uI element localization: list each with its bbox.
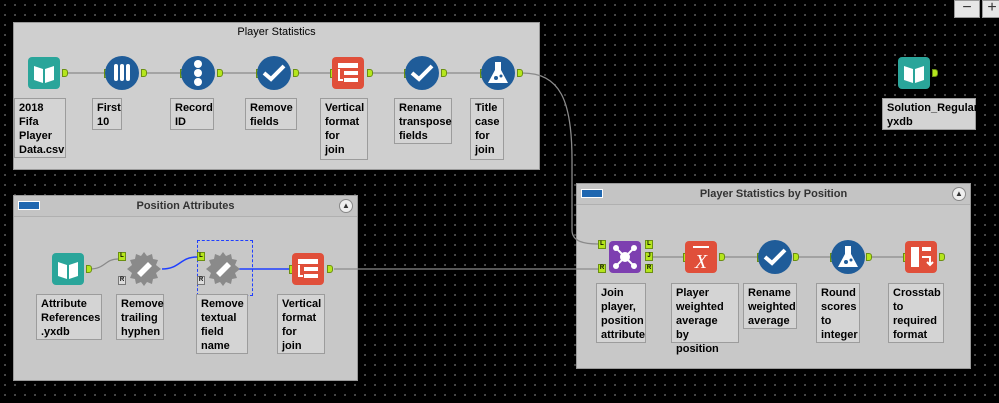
output-anchor[interactable]: [141, 69, 147, 77]
output-data-tool[interactable]: [896, 55, 932, 91]
formula-tool[interactable]: [480, 55, 516, 91]
container-player-statistics[interactable]: Player Statistics: [13, 22, 540, 170]
output-anchor[interactable]: [217, 69, 223, 77]
join-left-anchor[interactable]: L: [598, 240, 606, 249]
select-tool[interactable]: [256, 55, 292, 91]
tool-label: Rename weighted average: [743, 283, 797, 329]
input-data-tool[interactable]: [26, 55, 62, 91]
container-title: Player Statistics by Position: [699, 188, 848, 200]
numbered-list-icon: [181, 56, 215, 90]
output-anchor[interactable]: [866, 253, 872, 261]
tool-label: Vertical format for join: [277, 294, 325, 354]
output-anchor[interactable]: [62, 69, 68, 77]
container-position-attributes[interactable]: Position Attributes ▲: [13, 195, 358, 381]
crosstab-tool[interactable]: [903, 239, 939, 275]
test-tubes-icon: [105, 56, 139, 90]
book-icon: [28, 57, 60, 89]
zoom-out-button[interactable]: −: [954, 0, 980, 18]
tool-label: 2018 Fifa Player Data.csv: [14, 98, 66, 158]
checkmark-icon: [257, 56, 291, 90]
output-anchor[interactable]: [932, 69, 938, 77]
tool-label: Remove trailing hyphen: [116, 294, 164, 340]
eraser-icon: [206, 252, 240, 286]
tool-label: Record ID: [170, 98, 214, 130]
input-anchor-left[interactable]: L: [197, 252, 205, 261]
sample-tool[interactable]: [104, 55, 140, 91]
output-anchor[interactable]: [327, 265, 333, 273]
transpose-tool[interactable]: [330, 55, 366, 91]
output-anchor[interactable]: [293, 69, 299, 77]
output-anchor[interactable]: [939, 253, 945, 261]
checkmark-icon: [758, 240, 792, 274]
container-header: Position Attributes ▲: [14, 196, 357, 217]
select-tool[interactable]: [757, 239, 793, 275]
formula-tool[interactable]: [830, 239, 866, 275]
output-anchor[interactable]: [793, 253, 799, 261]
collapse-button[interactable]: ▲: [952, 187, 966, 201]
output-anchor[interactable]: [719, 253, 725, 261]
output-anchor-left[interactable]: L: [645, 240, 653, 249]
container-title: Player Statistics: [237, 26, 316, 38]
collapse-button[interactable]: ▲: [339, 199, 353, 213]
container-tag-icon: [581, 189, 603, 198]
output-anchor-join[interactable]: J: [645, 252, 653, 261]
tool-label: Attribute References .yxdb: [36, 294, 102, 340]
zoom-in-button[interactable]: +: [982, 0, 999, 18]
transpose-icon: [332, 57, 364, 89]
transpose-icon: [292, 253, 324, 285]
tool-label: Title case for join: [470, 98, 504, 160]
find-replace-tool[interactable]: [205, 251, 241, 287]
output-anchor[interactable]: [367, 69, 373, 77]
book-icon: [52, 253, 84, 285]
tool-label: First 10: [92, 98, 122, 130]
x-bar-icon: X: [685, 241, 717, 273]
tool-label: Round scores to integer: [816, 283, 860, 343]
weighted-average-tool[interactable]: X: [683, 239, 719, 275]
tool-label: Solution_Regular. yxdb: [882, 98, 981, 130]
tool-label: Player weighted average by position: [671, 283, 739, 355]
container-header: Player Statistics by Position ▲: [577, 184, 970, 205]
tool-label: Remove fields: [245, 98, 297, 130]
input-anchor-left[interactable]: L: [118, 252, 126, 261]
input-anchor-right[interactable]: R: [118, 276, 126, 285]
select-tool[interactable]: [404, 55, 440, 91]
crosstab-icon: [905, 241, 937, 273]
output-anchor-right[interactable]: R: [645, 264, 653, 273]
flask-icon: [831, 240, 865, 274]
join-right-anchor[interactable]: R: [598, 264, 606, 273]
checkmark-icon: [405, 56, 439, 90]
tool-label: Crosstab to required format: [888, 283, 944, 343]
output-anchor[interactable]: [86, 265, 92, 273]
tool-label: Join player, position attribute: [596, 283, 646, 343]
container-tag-icon: [18, 201, 40, 210]
input-anchor-right[interactable]: R: [197, 276, 205, 285]
svg-text:X: X: [694, 251, 708, 273]
record-id-tool[interactable]: [180, 55, 216, 91]
tool-label: Rename transpose fields: [394, 98, 452, 144]
output-anchor[interactable]: [441, 69, 447, 77]
find-replace-tool[interactable]: [126, 251, 162, 287]
eraser-icon: [127, 252, 161, 286]
join-tool[interactable]: [607, 239, 643, 275]
join-icon: [609, 241, 641, 273]
input-data-tool[interactable]: [50, 251, 86, 287]
tool-label: Remove textual field name: [196, 294, 248, 354]
book-icon: [898, 57, 930, 89]
tool-label: Vertical format for join: [320, 98, 368, 160]
output-anchor[interactable]: [517, 69, 523, 77]
container-title: Position Attributes: [136, 200, 235, 212]
flask-icon: [481, 56, 515, 90]
transpose-tool[interactable]: [290, 251, 326, 287]
